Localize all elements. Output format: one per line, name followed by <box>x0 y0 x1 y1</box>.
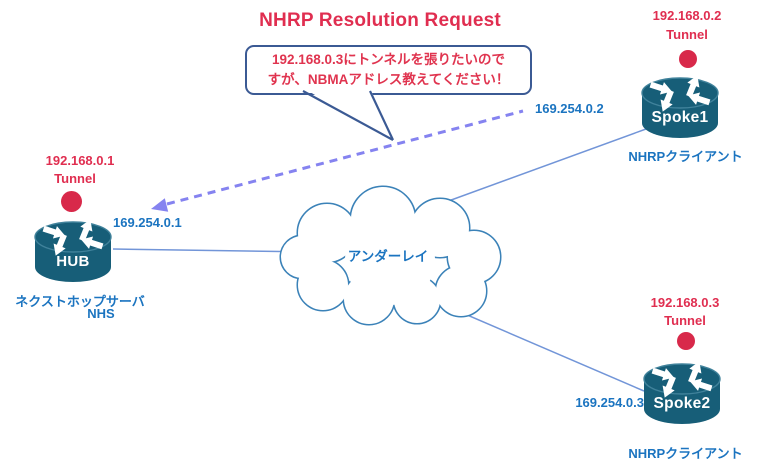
hub-tunnel-label: Tunnel <box>54 171 96 186</box>
spoke2-tunnel-label: Tunnel <box>664 313 706 328</box>
router-icon-hub <box>34 220 112 282</box>
router-icon-spoke1 <box>641 76 719 138</box>
underlay-cloud-icon <box>279 185 502 326</box>
spoke1-role: NHRPクライアント <box>628 149 743 164</box>
spoke2-tunnel-ip: 192.168.0.3 <box>650 295 720 310</box>
callout-tail <box>302 88 394 141</box>
diagram-title: NHRP Resolution Request <box>259 10 501 31</box>
spoke2-underlay-ip: 169.254.0.3 <box>575 395 644 410</box>
callout-bubble: 192.168.0.3にトンネルを張りたいので すが、NBMAアドレス教えてくだ… <box>245 45 532 95</box>
router-icon-spoke2 <box>643 362 721 424</box>
spoke1-underlay-ip: 169.254.0.2 <box>535 101 604 116</box>
spoke1-tunnel-ip: 192.168.0.2 <box>652 8 722 23</box>
hub-name-label: HUB <box>56 253 90 270</box>
hub-role-line1: ネクストホップサーバ <box>15 294 145 309</box>
nhrp-request-arrow-icon <box>151 109 524 212</box>
connection-line-spoke1 <box>431 128 647 208</box>
underlay-label: アンダーレイ <box>347 249 429 264</box>
hub-tunnel-ip: 192.168.0.1 <box>45 153 115 168</box>
spoke2-tunnel-endpoint-dot-icon <box>677 332 695 350</box>
hub-tunnel-endpoint-dot-icon <box>61 191 82 212</box>
hub-role-line2: NHS <box>87 306 115 321</box>
spoke1-tunnel-label: Tunnel <box>666 27 708 42</box>
spoke1-name-label: Spoke1 <box>651 109 709 126</box>
spoke1-tunnel-endpoint-dot-icon <box>679 50 697 68</box>
spoke2-role: NHRPクライアント <box>628 446 743 461</box>
spoke2-name-label: Spoke2 <box>653 395 711 412</box>
callout-text-line1: 192.168.0.3にトンネルを張りたいので <box>271 52 506 67</box>
callout-text-line2: すが、NBMAアドレス教えてください！ <box>267 72 510 87</box>
hub-underlay-ip: 169.254.0.1 <box>113 215 182 230</box>
